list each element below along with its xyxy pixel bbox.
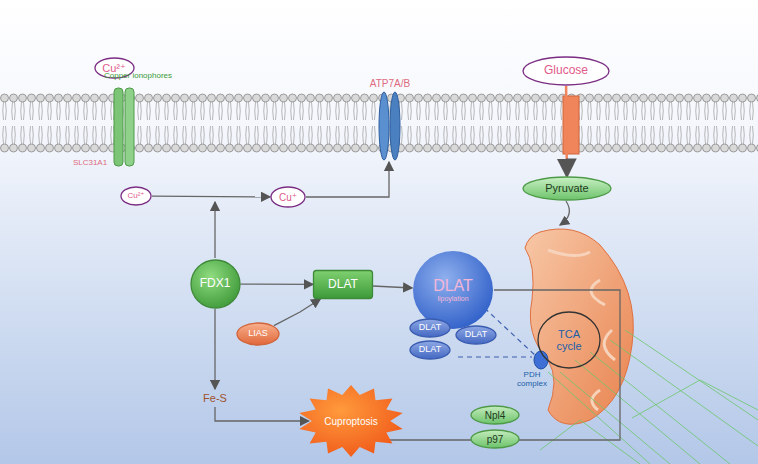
node-text: Npl4 (485, 410, 506, 421)
glucose-oval: Glucose (522, 56, 610, 86)
transporter-label: ATP7A/B (360, 78, 420, 89)
connector-arrow (214, 309, 215, 389)
cycle-circle: TCA cycle (537, 311, 601, 369)
node-text: Pyruvate (545, 182, 588, 194)
protein-box: DLAT (313, 270, 373, 299)
node-text: DLAT (433, 277, 473, 295)
connector-arrow (152, 195, 270, 197)
complex-label: PDH complex (510, 371, 554, 389)
slc31a1-channel (114, 88, 134, 166)
connector-arrow (241, 283, 314, 285)
pdh-complex (534, 351, 548, 369)
node-text: Glucose (544, 64, 588, 77)
node-text: DLAT (465, 330, 487, 340)
subunit-oval: DLAT (455, 325, 497, 345)
node-text: TCA cycle (549, 328, 589, 352)
connector-arrow (215, 407, 309, 421)
subunit-oval: DLAT (409, 318, 451, 338)
node-text: DLAT (419, 345, 441, 355)
node-text: DLAT (419, 323, 441, 333)
subunit-oval: DLAT (409, 340, 451, 360)
cluster-text: Fe-S (198, 389, 232, 407)
ion-oval: Cu²⁺ (120, 186, 152, 206)
lipoylation-circle: DLATlipoylation (412, 250, 494, 330)
metabolite-oval: Pyruvate (522, 176, 612, 201)
node-text: Cu²⁺ (127, 192, 144, 201)
connector-arrow (565, 86, 568, 176)
cristae (548, 250, 615, 410)
reduction-arrow (214, 202, 215, 258)
protein-oval: p97 (470, 429, 520, 449)
protein-oval: Npl4 (470, 405, 520, 425)
node-text: Cuproptosis (324, 416, 377, 427)
protein-circle: FDX1 (190, 259, 241, 309)
transporter-label: SLC31A1 (60, 159, 120, 168)
atp7ab-transporter (379, 92, 400, 160)
export-line (306, 162, 389, 197)
pyruvate-arrow (560, 201, 569, 225)
connector-arrow (380, 290, 620, 441)
node-text: DLAT (328, 278, 358, 291)
connector-arrow (274, 299, 320, 326)
enzyme-oval: LIAS (236, 322, 280, 346)
ion-oval: Cu⁺ (270, 186, 306, 208)
death-star: Cuproptosis (298, 385, 404, 457)
node-text: Cu⁺ (279, 192, 297, 203)
node-text: p97 (487, 434, 504, 445)
node-text: LIAS (248, 329, 268, 339)
ionophore-label: Copper ionophores (88, 72, 188, 81)
node-text: lipoylation (437, 295, 468, 303)
connector-arrow (373, 286, 412, 288)
node-text: FDX1 (200, 277, 231, 290)
node-text: Fe-S (203, 392, 227, 404)
